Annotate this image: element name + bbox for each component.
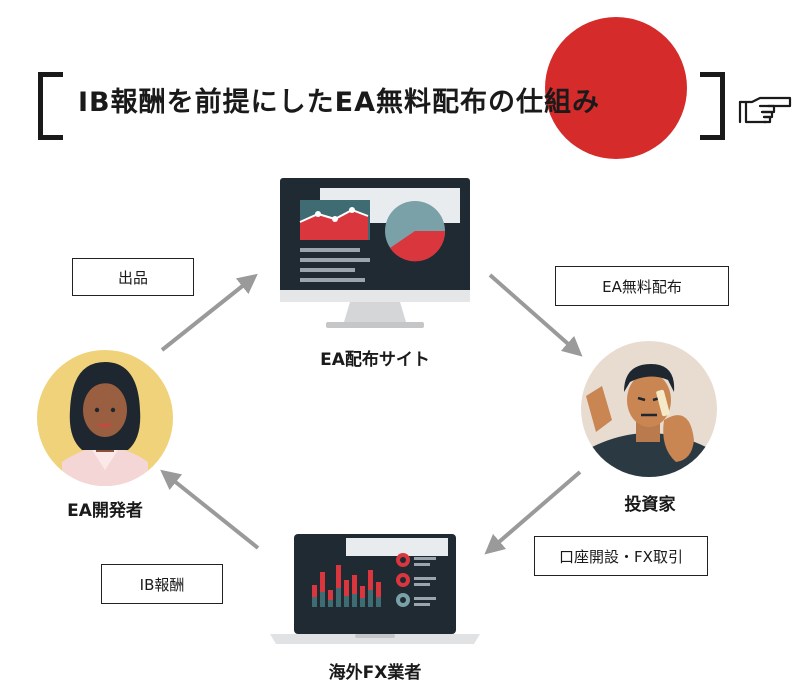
laptop-icon — [270, 534, 480, 644]
developer-avatar — [37, 350, 173, 486]
pointing-hand-icon — [738, 96, 792, 124]
desktop-monitor-icon — [280, 178, 470, 328]
arrow-investor-to-broker — [484, 470, 582, 555]
node-label-investor: 投資家 — [624, 495, 676, 515]
edge-label-account-trading: 口座開設・FX取引 — [534, 536, 708, 576]
node-label-ea-developer: EA開発者 — [67, 501, 143, 521]
page-title: IB報酬を前提にしたEA無料配布の仕組み — [78, 87, 600, 118]
arrow-broker-to-developer — [160, 469, 260, 550]
node-label-ea-site: EA配布サイト — [320, 350, 430, 370]
edge-label-listing: 出品 — [72, 258, 194, 296]
edge-label-ib-reward: IB報酬 — [101, 564, 223, 604]
arrow-site-to-investor — [488, 273, 583, 357]
title-bracket-left — [38, 72, 63, 140]
title-bracket-right — [700, 72, 725, 140]
title-accent-circle — [545, 17, 687, 159]
investor-avatar — [581, 341, 717, 477]
edge-label-free-distribution: EA無料配布 — [555, 266, 729, 306]
node-label-fx-broker: 海外FX業者 — [328, 663, 422, 683]
bar-group — [312, 565, 381, 607]
arrow-developer-to-site — [160, 273, 258, 352]
